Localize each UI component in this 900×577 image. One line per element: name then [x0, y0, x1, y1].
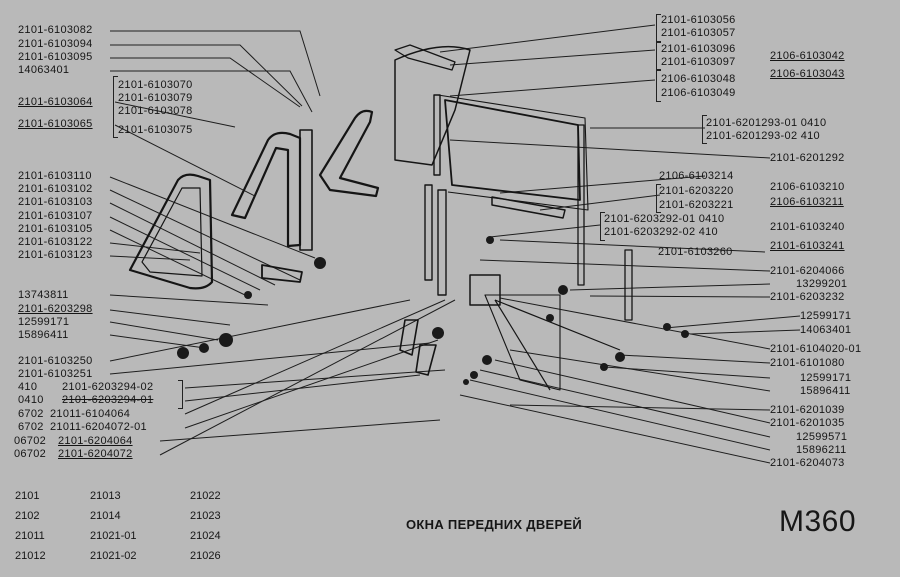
part-prefix: 410	[18, 381, 38, 393]
part-number: 12599171	[800, 372, 852, 384]
model-code: 2102	[15, 510, 40, 522]
part-number: 13299201	[796, 278, 848, 290]
model-code: 21014	[90, 510, 121, 522]
part-number: 12599171	[18, 316, 70, 328]
part-number: 2101-6203220	[659, 185, 734, 197]
part-number: 2106-6103049	[661, 87, 736, 99]
part-number: 2101-6103105	[18, 223, 93, 235]
model-code: 2101	[15, 490, 40, 502]
model-code: 21022	[190, 490, 221, 502]
part-number: 2101-6103110	[18, 170, 92, 182]
group-bracket-top-right	[656, 14, 661, 42]
part-number: 2101-6103079	[118, 92, 193, 104]
part-number: 2101-6201293-01 0410	[706, 117, 827, 129]
group-bracket-left-2	[15, 38, 17, 39]
part-number: 2101-6104020-01	[770, 343, 862, 355]
part-number: 2101-6103082	[18, 24, 93, 36]
part-number: 21011-6104064	[50, 408, 131, 420]
part-number: 2101-6103094	[18, 38, 93, 50]
part-number: 12599171	[800, 310, 852, 322]
part-number: 2101-6203294-01	[62, 394, 154, 406]
part-number: 2101-6103102	[18, 183, 93, 195]
part-number: 2101-6103260	[658, 246, 733, 258]
part-number: 2101-6204064	[58, 435, 133, 447]
part-number: 2106-6103048	[661, 73, 736, 85]
part-number: 2101-6204072	[58, 448, 133, 460]
part-number: 2101-6103070	[118, 79, 193, 91]
part-prefix: 6702	[18, 408, 44, 420]
part-number: 2101-6103240	[770, 221, 845, 233]
part-number: 2101-6103078	[118, 105, 193, 117]
diagram-title: ОКНА ПЕРЕДНИХ ДВЕРЕЙ	[406, 517, 583, 532]
model-code: 21012	[15, 550, 46, 562]
sheet-code: M360	[779, 505, 857, 538]
part-number: 2101-6204066	[770, 265, 845, 277]
part-number: 2101-6203221	[659, 199, 734, 211]
part-number: 2101-6103095	[18, 51, 93, 63]
part-number: 2101-6201039	[770, 404, 845, 416]
group-bracket-top-right-3	[656, 70, 661, 102]
part-number: 2101-6103107	[18, 210, 93, 222]
part-number: 2101-6103056	[661, 14, 736, 26]
model-code: 21026	[190, 550, 221, 562]
part-number: 2101-6201293-02 410	[706, 130, 820, 142]
part-number: 2101-6103075	[118, 124, 193, 136]
part-number: 14063401	[800, 324, 852, 336]
part-number: 2101-6103250	[18, 355, 93, 367]
part-number: 2101-6203294-02	[62, 381, 154, 393]
part-prefix: 6702	[18, 421, 44, 433]
group-bracket-right-3	[600, 212, 605, 241]
part-number: 2106-6103214	[659, 170, 734, 182]
part-number: 2101-6103064	[18, 96, 93, 108]
part-number: 13743811	[18, 289, 69, 301]
part-number: 2101-6103251	[18, 368, 93, 380]
part-number: 21011-6204072-01	[50, 421, 147, 433]
part-number: 2106-6103043	[770, 68, 845, 80]
part-number: 2101-6201292	[770, 152, 845, 164]
part-number: 15896411	[18, 329, 69, 341]
part-number: 2101-6103241	[770, 240, 845, 252]
part-number: 2101-6203292-02 410	[604, 226, 718, 238]
part-number: 2101-6204073	[770, 457, 845, 469]
part-number: 2101-6103096	[661, 43, 736, 55]
part-number: 15896211	[796, 444, 847, 456]
group-bracket-right-2	[656, 184, 661, 213]
part-number: 2101-6103057	[661, 27, 736, 39]
group-bracket-bottom	[178, 380, 183, 409]
part-number: 2101-6203292-01 0410	[604, 213, 725, 225]
part-number: 2101-6103097	[661, 56, 736, 68]
model-code: 21024	[190, 530, 221, 542]
part-prefix: 06702	[14, 435, 47, 447]
model-code: 21013	[90, 490, 121, 502]
part-number: 2106-6103211	[770, 196, 844, 208]
group-bracket-right	[702, 115, 707, 144]
part-prefix: 06702	[14, 448, 47, 460]
part-number: 2101-6203232	[770, 291, 845, 303]
model-code: 21023	[190, 510, 221, 522]
part-number: 2101-6201035	[770, 417, 845, 429]
part-number: 2101-6203298	[18, 303, 93, 315]
model-code: 21021-02	[90, 550, 137, 562]
part-number: 2101-6101080	[770, 357, 845, 369]
group-bracket-top-right-2	[656, 42, 661, 70]
part-number: 2101-6103065	[18, 118, 93, 130]
part-number: 12599571	[796, 431, 848, 443]
model-code: 21021-01	[90, 530, 137, 542]
part-number: 2101-6103103	[18, 196, 93, 208]
model-code: 21011	[15, 530, 45, 542]
part-number: 14063401	[18, 64, 70, 76]
part-number: 2106-6103042	[770, 50, 845, 62]
part-number: 2106-6103210	[770, 181, 845, 193]
part-number: 15896411	[800, 385, 851, 397]
part-number: 2101-6103123	[18, 249, 93, 261]
part-number: 2101-6103122	[18, 236, 93, 248]
part-prefix: 0410	[18, 394, 44, 406]
group-bracket-left	[113, 76, 118, 138]
